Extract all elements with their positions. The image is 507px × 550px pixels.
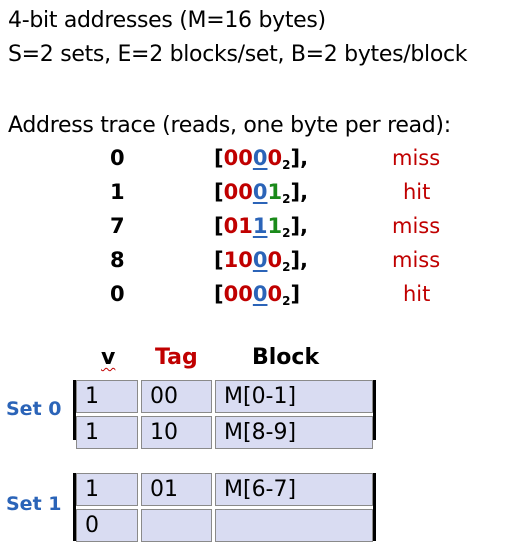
block-cell: M[6-7] bbox=[215, 473, 373, 506]
tag-cell bbox=[141, 509, 212, 542]
trace-title: Address trace (reads, one byte per read)… bbox=[8, 113, 451, 138]
set-0-left-bar bbox=[73, 380, 76, 440]
trace-binary: [01112], bbox=[214, 214, 309, 240]
trace-binary: [00002], bbox=[214, 146, 309, 172]
trace-binary: [00012], bbox=[214, 180, 309, 206]
valid-bit-cell: 0 bbox=[76, 509, 138, 542]
trace-address: 0 bbox=[110, 282, 125, 306]
trace-address: 8 bbox=[110, 248, 125, 272]
tag-cell: 01 bbox=[141, 473, 212, 506]
set-0-right-bar bbox=[373, 380, 376, 440]
offset-bit: 0 bbox=[267, 282, 283, 306]
col-header-block: Block bbox=[252, 345, 320, 370]
set-0-label: Set 0 bbox=[6, 398, 62, 420]
trace-address: 7 bbox=[110, 214, 125, 238]
set-1-label: Set 1 bbox=[6, 493, 62, 515]
set-bit: 0 bbox=[252, 282, 268, 306]
tag-bits: 00 bbox=[223, 282, 253, 306]
block-cell bbox=[215, 509, 373, 542]
set-1-left-bar bbox=[73, 473, 76, 541]
trace-row: 0 [00002] hit bbox=[0, 280, 507, 314]
tag-bits: 10 bbox=[223, 248, 253, 272]
set-bit: 0 bbox=[252, 180, 268, 204]
block-cell: M[0-1] bbox=[215, 380, 373, 413]
offset-bit: 1 bbox=[267, 180, 283, 204]
trace-binary: [10002], bbox=[214, 248, 309, 274]
valid-bit-cell: 1 bbox=[76, 380, 138, 413]
set-bit: 0 bbox=[252, 146, 268, 170]
valid-bit-cell: 1 bbox=[76, 473, 138, 506]
offset-bit: 0 bbox=[267, 248, 283, 272]
offset-bit: 1 bbox=[267, 214, 283, 238]
header-line-2: S=2 sets, E=2 blocks/set, B=2 bytes/bloc… bbox=[8, 42, 468, 67]
col-header-v: v bbox=[101, 345, 116, 370]
tag-bits: 0 bbox=[223, 180, 239, 204]
offset-bit: 0 bbox=[267, 146, 283, 170]
tag-cell: 00 bbox=[141, 380, 212, 413]
trace-result: miss bbox=[392, 146, 441, 170]
block-cell: M[8-9] bbox=[215, 416, 373, 449]
trace-result: miss bbox=[392, 248, 441, 272]
trace-row: 1 [00012], hit bbox=[0, 178, 507, 212]
set-bit: 1 bbox=[252, 214, 268, 238]
trace-row: 0 [00002], miss bbox=[0, 144, 507, 178]
trace-binary: [00002] bbox=[214, 282, 301, 308]
set-bit: 0 bbox=[252, 248, 268, 272]
col-header-tag: Tag bbox=[155, 345, 198, 370]
tag-bits: 0 bbox=[223, 146, 239, 170]
set-1-right-bar bbox=[373, 473, 376, 541]
trace-result: hit bbox=[403, 282, 431, 306]
trace-row: 7 [01112], miss bbox=[0, 212, 507, 246]
header-line-1: 4-bit addresses (M=16 bytes) bbox=[8, 8, 326, 33]
trace-result: hit bbox=[403, 180, 431, 204]
tag-bits: 01 bbox=[223, 214, 253, 238]
trace-result: miss bbox=[392, 214, 441, 238]
trace-row: 8 [10002], miss bbox=[0, 246, 507, 280]
trace-address: 1 bbox=[110, 180, 125, 204]
valid-bit-cell: 1 bbox=[76, 416, 138, 449]
tag-cell: 10 bbox=[141, 416, 212, 449]
trace-address: 0 bbox=[110, 146, 125, 170]
